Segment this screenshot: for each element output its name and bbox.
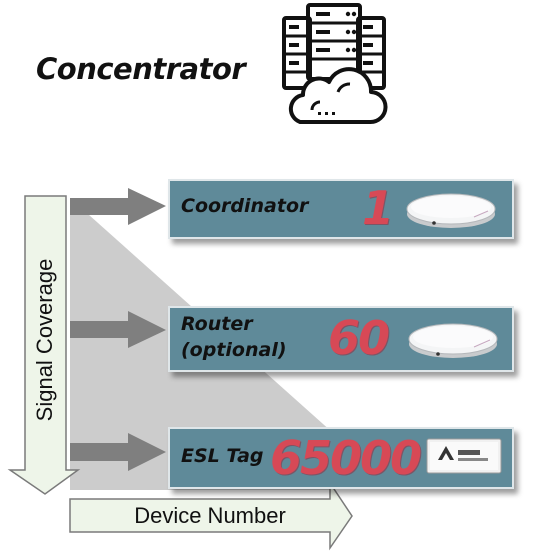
arrow-to-router xyxy=(70,311,166,348)
server-cloud-icon xyxy=(282,3,388,125)
coordinator-device-image xyxy=(406,193,496,228)
esl-tag-device-image xyxy=(426,438,502,474)
router-device-image xyxy=(408,323,498,358)
esl-tag-label: ESL Tag xyxy=(181,445,264,467)
signal-coverage-arrow xyxy=(7,195,81,495)
signal-coverage-label: Signal Coverage xyxy=(32,258,57,422)
page-title: Concentrator xyxy=(36,52,246,86)
router-box: Router (optional) 60 xyxy=(168,306,514,372)
router-count: 60 xyxy=(328,311,390,365)
esl-tag-count: 65000 xyxy=(270,431,422,485)
router-label-optional: (optional) xyxy=(181,339,287,361)
coordinator-label: Coordinator xyxy=(181,195,309,217)
router-label: Router xyxy=(181,313,253,335)
device-number-arrow xyxy=(69,480,353,551)
coordinator-box: Coordinator 1 xyxy=(168,179,514,239)
esl-tag-box: ESL Tag 65000 xyxy=(168,427,514,489)
device-number-label: Device Number xyxy=(134,503,286,528)
coordinator-count: 1 xyxy=(362,181,394,235)
arrow-to-coordinator xyxy=(70,188,166,225)
arrow-to-esl-tag xyxy=(70,433,166,471)
